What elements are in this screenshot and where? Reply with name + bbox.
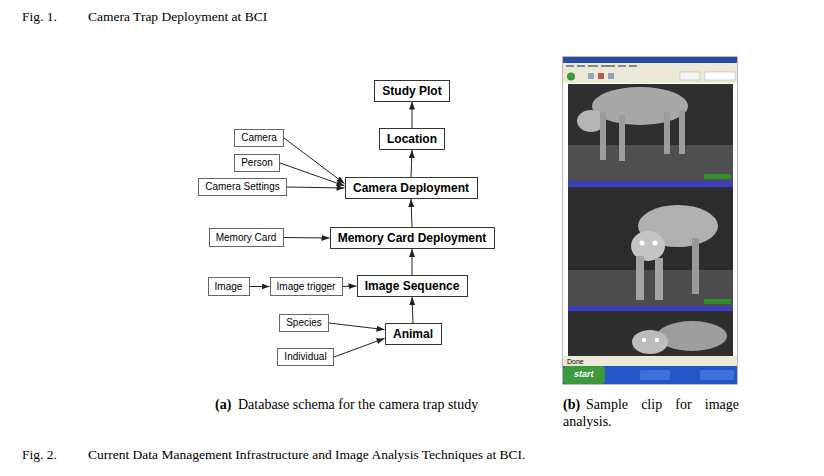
toolbar: [563, 70, 737, 83]
video-frame: [568, 84, 733, 181]
subfigure-caption: Sample clip for image analysis.: [563, 396, 739, 430]
connector-arrow: [287, 187, 345, 188]
puma-leg: [636, 256, 644, 300]
box-label: Memory Card: [216, 232, 277, 244]
frame-separator: [568, 181, 733, 187]
figure-title: Current Data Management Infrastructure a…: [88, 447, 525, 463]
connector-arrow: [411, 199, 412, 227]
toolbar-icon: [598, 73, 604, 79]
box-label: Species: [286, 317, 322, 329]
start-button: [563, 366, 605, 384]
connector-arrow: [280, 163, 345, 186]
figure-number: Fig. 2.: [22, 447, 57, 463]
figure-title: Camera Trap Deployment at BCI: [88, 9, 267, 25]
toolbar-icon: [588, 73, 594, 79]
puma-leg: [655, 258, 663, 300]
puma-head: [632, 330, 668, 354]
menu-item: [601, 65, 615, 67]
attribute-box: Person: [234, 154, 280, 172]
ground: [568, 270, 733, 306]
connector-arrow: [412, 297, 413, 323]
puma-eye: [640, 241, 645, 246]
menu-bar: [563, 63, 737, 70]
menu-item: [629, 65, 637, 67]
timestamp-tag: [704, 299, 731, 304]
video-frame: [568, 187, 733, 306]
subfigure-letter: (a): [215, 396, 231, 413]
page-area: [563, 83, 737, 356]
box-label: Camera Deployment: [353, 181, 469, 195]
taskbar-item: [640, 370, 670, 380]
subfigure-letter: (b): [563, 396, 580, 413]
attribute-box: Camera Settings: [198, 178, 287, 196]
timestamp-tag: [704, 174, 731, 179]
attribute-box: Camera: [234, 129, 284, 147]
back-button: [567, 73, 575, 81]
box-label: Animal: [393, 327, 433, 341]
status-text: Done: [567, 357, 584, 366]
attribute-box: Image: [208, 277, 250, 296]
connector-arrow: [343, 286, 357, 288]
connector-arrow: [250, 286, 270, 287]
puma-body: [592, 87, 688, 125]
ground: [568, 145, 733, 181]
figure-number: Fig. 1.: [22, 9, 57, 25]
box-label: Image: [215, 281, 243, 293]
box-label: Individual: [284, 351, 326, 363]
connector-arrow: [412, 102, 413, 129]
taskbar: [563, 366, 737, 384]
puma-body: [657, 321, 727, 351]
toolbar-field: [680, 72, 700, 80]
connector-arrow: [284, 237, 330, 239]
connector-arrow: [411, 150, 412, 177]
box-label: Camera Settings: [205, 181, 279, 193]
start-label: start: [574, 369, 594, 380]
title-bar: [563, 57, 737, 63]
menu-item: [618, 65, 626, 67]
connector-arrow: [412, 249, 413, 275]
puma-leg: [664, 112, 670, 154]
entity-box: Study Plot: [374, 80, 450, 102]
connector-arrow: [329, 323, 385, 330]
puma-leg: [600, 112, 606, 160]
box-label: Memory Card Deployment: [338, 231, 487, 245]
entity-box: Memory Card Deployment: [330, 227, 495, 249]
menu-item: [588, 65, 598, 67]
menu-item: [577, 65, 585, 67]
address-box: [705, 72, 735, 80]
box-label: Image trigger: [277, 281, 336, 293]
puma-eye: [653, 241, 658, 246]
puma-eye: [642, 338, 646, 342]
box-label: Image Sequence: [365, 279, 460, 293]
box-label: Location: [387, 132, 437, 146]
taskbar-item: [700, 370, 734, 380]
puma-leg: [692, 238, 699, 294]
browser-frame: [563, 57, 737, 384]
entity-box: Image Sequence: [357, 275, 468, 297]
attribute-box: Species: [279, 314, 329, 332]
connector-arrow: [284, 138, 345, 184]
video-frame: [568, 311, 733, 356]
menu-item: [566, 65, 574, 67]
attribute-box: Image trigger: [270, 277, 343, 296]
status-bar: [563, 356, 737, 366]
entity-box: Location: [379, 128, 445, 150]
attribute-box: Individual: [277, 348, 334, 366]
entity-box: Animal: [385, 323, 442, 345]
subfigure-caption: Database schema for the camera trap stud…: [238, 396, 478, 413]
box-label: Person: [241, 157, 273, 169]
frame-separator: [568, 306, 733, 311]
puma-leg: [619, 115, 625, 161]
connector-arrow: [334, 338, 385, 357]
box-label: Study Plot: [382, 84, 441, 98]
attribute-box: Memory Card: [209, 228, 284, 247]
entity-box: Camera Deployment: [345, 177, 478, 199]
toolbar-icon: [608, 73, 614, 79]
puma-eye: [655, 338, 659, 342]
box-label: Camera: [241, 132, 277, 144]
puma-leg: [679, 110, 685, 154]
